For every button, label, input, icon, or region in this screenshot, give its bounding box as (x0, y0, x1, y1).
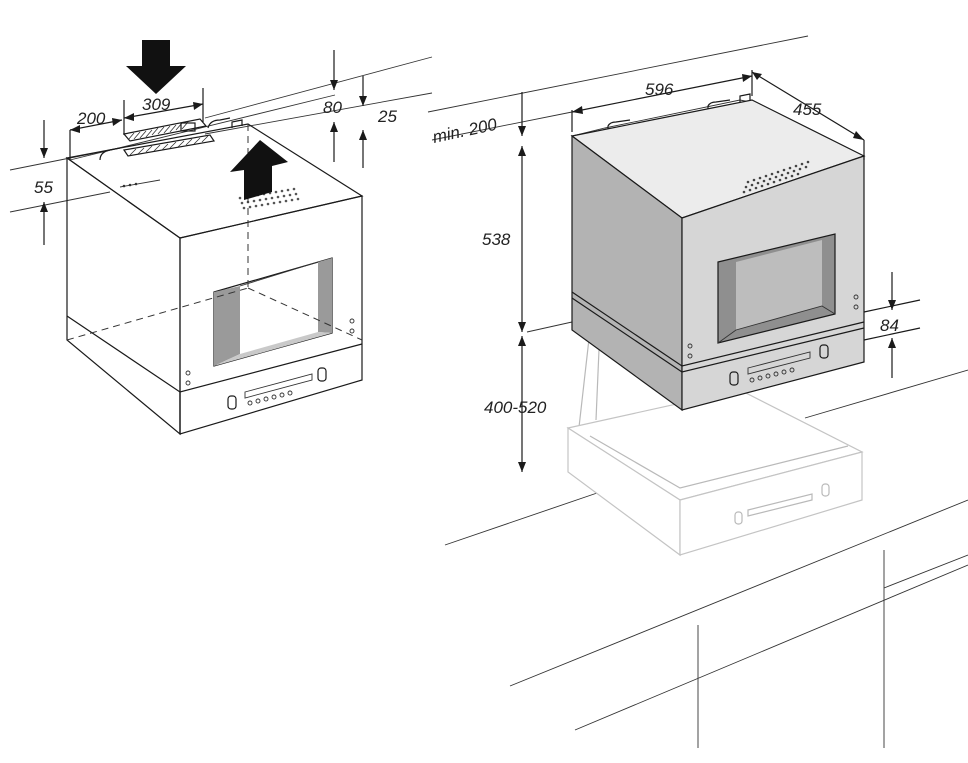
down-arrow-icon (126, 40, 186, 94)
dim-height-top: 80 (323, 98, 342, 117)
right-unit: min. 200 596 455 538 400-520 84 (427, 35, 968, 748)
dim-width-vent: 309 (142, 95, 171, 114)
dim-panel-height: 84 (880, 316, 899, 335)
dim-lift-range: 400-520 (484, 398, 547, 417)
right-control-panel (687, 294, 859, 386)
dim-depth: 455 (793, 100, 822, 119)
dim-height-left: 55 (34, 178, 53, 197)
right-top-grille (742, 160, 810, 194)
dim-height-small: 25 (377, 107, 397, 126)
dim-height: 538 (482, 230, 511, 249)
left-control-panel (185, 318, 355, 410)
dim-width-left: 200 (76, 109, 106, 128)
dim-width: 596 (645, 80, 674, 99)
up-arrow-icon (230, 140, 288, 200)
left-unit: 200 309 80 25 55 (9, 40, 433, 436)
dim-min-clearance: min. 200 (431, 115, 499, 147)
lowered-unit-ghost (566, 325, 864, 557)
